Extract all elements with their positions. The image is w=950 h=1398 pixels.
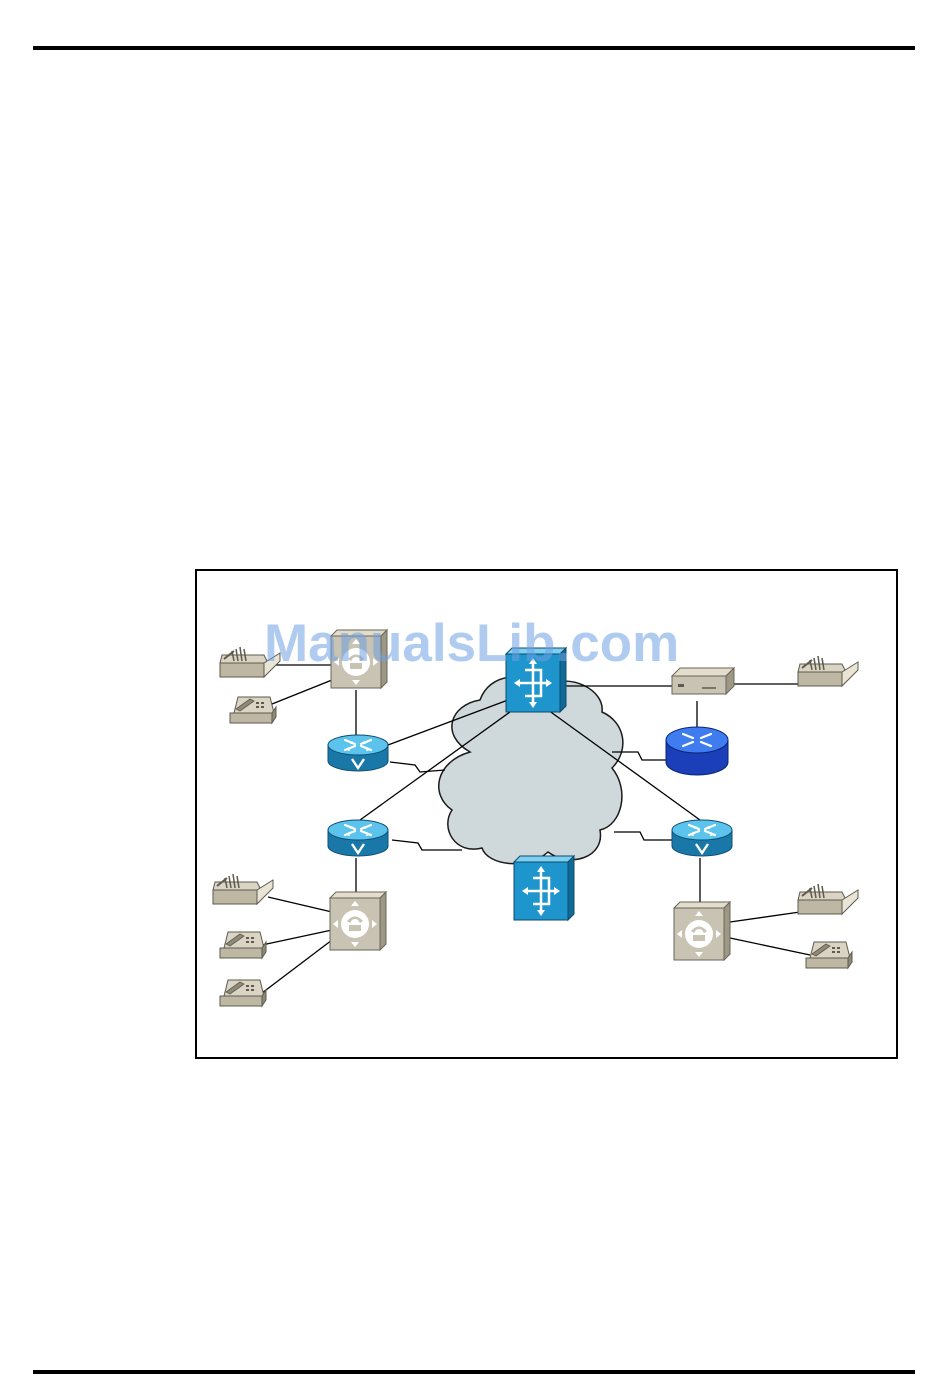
pbx-icon bbox=[674, 902, 730, 960]
phone-icon bbox=[220, 932, 266, 958]
phone-icon bbox=[806, 942, 852, 968]
voice-router-icon bbox=[328, 735, 388, 771]
fax-icon bbox=[798, 656, 858, 686]
phone-icon bbox=[220, 980, 266, 1006]
voice-router-icon bbox=[672, 820, 732, 856]
fax-icon bbox=[798, 884, 858, 914]
fax-icon bbox=[213, 874, 273, 904]
voice-router-icon bbox=[328, 820, 388, 856]
pbx-icon bbox=[330, 892, 386, 950]
server-icon bbox=[672, 668, 734, 694]
atm-switch-icon bbox=[514, 856, 574, 920]
watermark: ManualsLib.com bbox=[264, 613, 679, 674]
router-icon bbox=[666, 727, 728, 775]
phone-icon bbox=[230, 697, 276, 723]
